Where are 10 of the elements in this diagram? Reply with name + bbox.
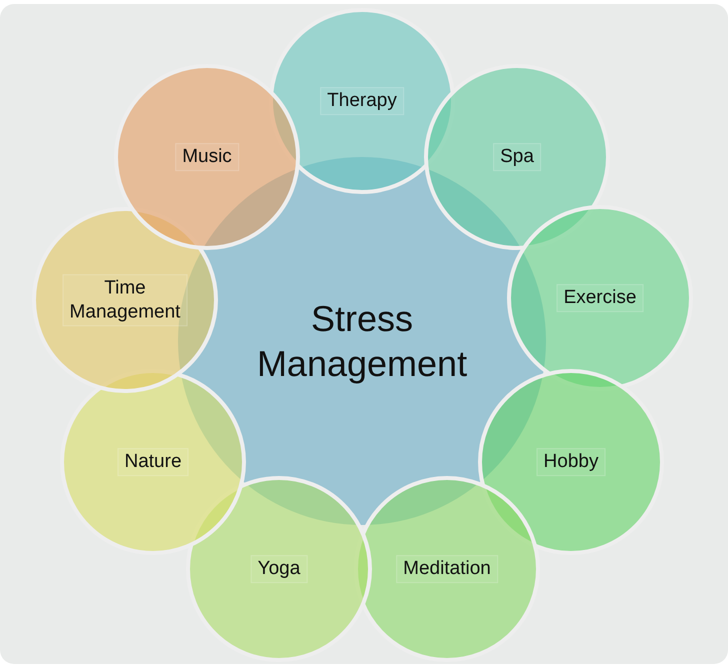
topic-label: Time Management bbox=[62, 274, 188, 326]
topic-label: Hobby bbox=[536, 448, 606, 476]
topic-label: Nature bbox=[117, 448, 189, 476]
topic-label: Therapy bbox=[320, 87, 404, 115]
topic-label: Yoga bbox=[250, 555, 308, 583]
topic-label: Music bbox=[175, 143, 239, 171]
topic-label: Meditation bbox=[396, 555, 498, 583]
topic-label: Spa bbox=[493, 143, 541, 171]
topic-label: Exercise bbox=[556, 284, 644, 312]
central-title: Stress Management bbox=[256, 297, 468, 386]
